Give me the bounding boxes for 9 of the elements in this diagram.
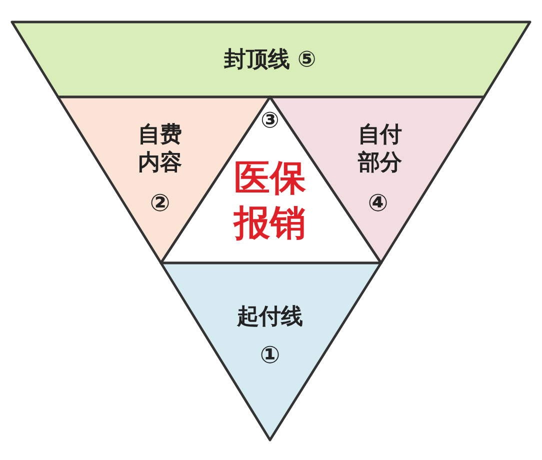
circled-number: ①: [258, 340, 282, 370]
section-label: 自费内容: [137, 122, 183, 176]
circled-number: ②: [148, 188, 172, 218]
section-label: 自付部分: [356, 122, 403, 176]
band-label: 封顶线 ⑤: [222, 46, 318, 74]
section-label: 起付线: [236, 303, 304, 331]
circled-number: ③: [260, 107, 280, 135]
circled-number: ④: [366, 188, 390, 218]
center-label: 医保报销: [232, 157, 307, 246]
